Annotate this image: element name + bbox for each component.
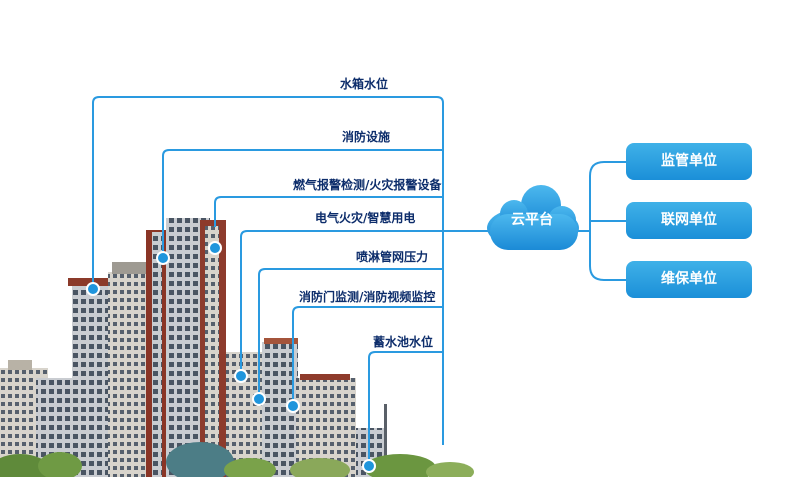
node-sprinkler xyxy=(252,392,266,406)
label-fire-facilities: 消防设施 xyxy=(342,130,391,144)
label-gas-alarm: 燃气报警检测/火灾报警设备 xyxy=(293,178,442,192)
node-water-tank xyxy=(86,282,100,296)
label-reservoir-level: 蓄水池水位 xyxy=(373,335,434,349)
connector-lines xyxy=(92,96,626,466)
unit-supervision: 监管单位 xyxy=(626,143,752,180)
city-buildings xyxy=(0,218,387,477)
node-reservoir xyxy=(362,459,376,473)
label-sprinkler-pressure: 喷淋管网压力 xyxy=(356,250,429,264)
node-electrical-fire xyxy=(234,369,248,383)
unit-maintenance: 维保单位 xyxy=(626,261,752,298)
label-water-tank: 水箱水位 xyxy=(340,77,389,91)
cloud-icon xyxy=(487,185,579,250)
unit-networked: 联网单位 xyxy=(626,202,752,239)
trees xyxy=(0,442,474,477)
label-fire-door-video: 消防门监测/消防视频监控 xyxy=(299,290,436,304)
node-fire-facilities xyxy=(156,251,170,265)
node-gas-alarm xyxy=(208,241,222,255)
sensor-nodes xyxy=(86,241,376,473)
label-electrical-fire: 电气火灾/智慧用电 xyxy=(315,211,416,225)
node-fire-door xyxy=(286,399,300,413)
cloud-platform-label: 云平台 xyxy=(511,212,553,228)
